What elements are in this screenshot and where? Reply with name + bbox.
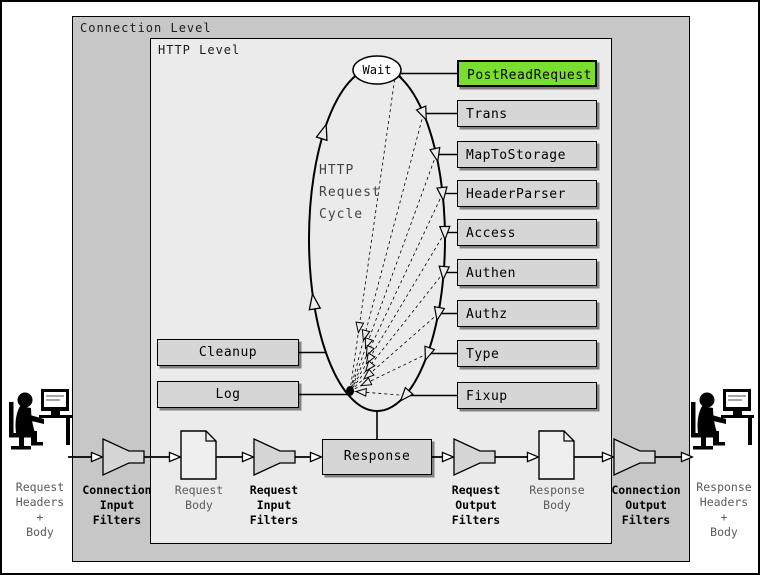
- cleanup-box: Cleanup: [157, 339, 299, 366]
- request-headers-body-label: Request Headers + Body: [15, 480, 65, 539]
- hook-authen: Authen: [457, 259, 597, 286]
- http-level-label: HTTP Level: [158, 43, 241, 57]
- wait-label: Wait: [362, 63, 392, 77]
- cycle-label: HTTP Request Cycle: [319, 163, 381, 222]
- connection-level-label: Connection Level: [80, 21, 212, 35]
- client-person-icon: [8, 388, 73, 451]
- response-headers-body-label: Response Headers + Body: [696, 480, 752, 539]
- hook-access: Access: [457, 219, 597, 246]
- request-body-label: Request Body: [174, 483, 224, 512]
- connection-output-filters-label: Connection Output Filters: [611, 483, 681, 527]
- response-body-label: Response Body: [529, 483, 585, 512]
- hook-headerparser: HeaderParser: [457, 180, 597, 207]
- response-box: Response: [322, 439, 432, 475]
- hook-authz: Authz: [457, 300, 597, 327]
- hook-maptostorage: MapToStorage: [457, 141, 597, 168]
- hook-trans: Trans: [457, 100, 597, 127]
- connection-input-filters-label: Connection Input Filters: [82, 483, 152, 527]
- hook-postreadrequest: PostReadRequest: [457, 60, 597, 87]
- log-box: Log: [157, 381, 299, 408]
- hook-fixup: Fixup: [457, 382, 597, 409]
- request-input-filters-label: Request Input Filters: [249, 483, 299, 527]
- hook-type: Type: [457, 340, 597, 367]
- server-person-icon: [690, 388, 755, 451]
- request-output-filters-label: Request Output Filters: [451, 483, 501, 527]
